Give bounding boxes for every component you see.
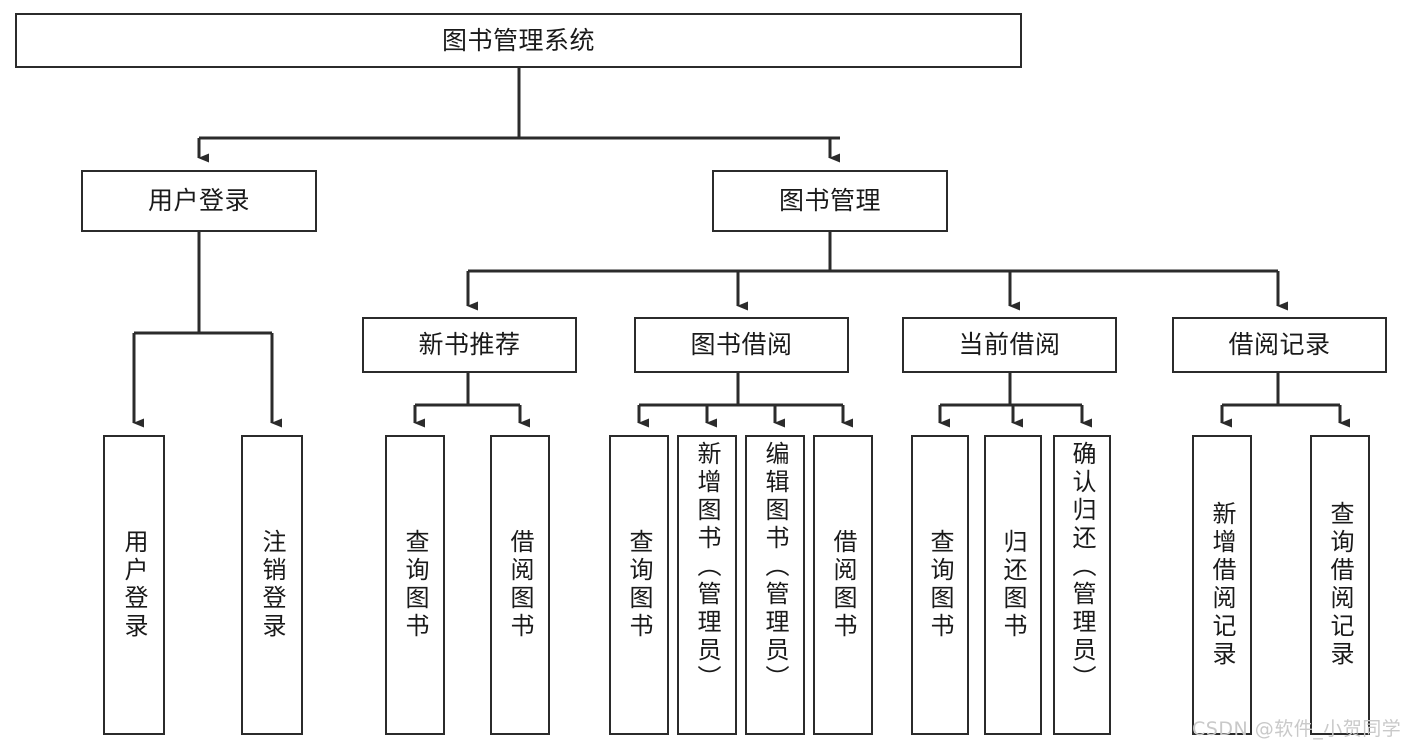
node-new-book-recommend[interactable]: 新书推荐 (362, 317, 577, 373)
node-label: 用户登录 (120, 529, 148, 641)
node-label: 借阅图书 (506, 529, 534, 641)
leaf-user-login[interactable]: 用户登录 (103, 435, 165, 735)
node-label: 查询图书 (401, 529, 429, 641)
leaf-currentborrow-query-book[interactable]: 查询图书 (911, 435, 969, 735)
node-label: 确认归还（管理员） (1068, 441, 1096, 693)
node-label: 编辑图书（管理员） (761, 441, 789, 693)
leaf-borrowrecord-query-record[interactable]: 查询借阅记录 (1310, 435, 1370, 735)
node-label: 新书推荐 (418, 330, 521, 359)
node-label: 查询借阅记录 (1326, 501, 1354, 669)
node-label: 借阅记录 (1228, 330, 1331, 359)
node-book-borrow[interactable]: 图书借阅 (634, 317, 849, 373)
node-label: 归还图书 (999, 529, 1027, 641)
watermark-text: CSDN @软件_小贺同学 (1192, 718, 1402, 740)
node-label: 图书管理系统 (441, 25, 595, 55)
leaf-logout-login[interactable]: 注销登录 (241, 435, 303, 735)
node-current-borrow[interactable]: 当前借阅 (902, 317, 1117, 373)
node-label: 借阅图书 (829, 529, 857, 641)
leaf-newbook-query-book[interactable]: 查询图书 (385, 435, 445, 735)
node-root-system[interactable]: 图书管理系统 (15, 13, 1022, 68)
node-borrow-record[interactable]: 借阅记录 (1172, 317, 1387, 373)
node-label: 查询图书 (926, 529, 954, 641)
node-label: 新增图书（管理员） (693, 441, 721, 693)
leaf-bookborrow-borrow-book[interactable]: 借阅图书 (813, 435, 873, 735)
node-book-management[interactable]: 图书管理 (712, 170, 948, 232)
leaf-currentborrow-confirm-return[interactable]: 确认归还（管理员） (1053, 435, 1111, 735)
node-label: 新增借阅记录 (1208, 501, 1236, 669)
leaf-currentborrow-return-book[interactable]: 归还图书 (984, 435, 1042, 735)
node-label: 图书借阅 (690, 330, 793, 359)
leaf-bookborrow-add-book[interactable]: 新增图书（管理员） (677, 435, 737, 735)
node-label: 图书管理 (778, 186, 881, 215)
leaf-bookborrow-query-book[interactable]: 查询图书 (609, 435, 669, 735)
leaf-bookborrow-edit-book[interactable]: 编辑图书（管理员） (745, 435, 805, 735)
node-label: 注销登录 (258, 529, 286, 641)
node-label: 当前借阅 (958, 330, 1061, 359)
leaf-borrowrecord-add-record[interactable]: 新增借阅记录 (1192, 435, 1252, 735)
node-label: 用户登录 (147, 186, 250, 215)
leaf-newbook-borrow-book[interactable]: 借阅图书 (490, 435, 550, 735)
node-user-login[interactable]: 用户登录 (81, 170, 317, 232)
node-label: 查询图书 (625, 529, 653, 641)
